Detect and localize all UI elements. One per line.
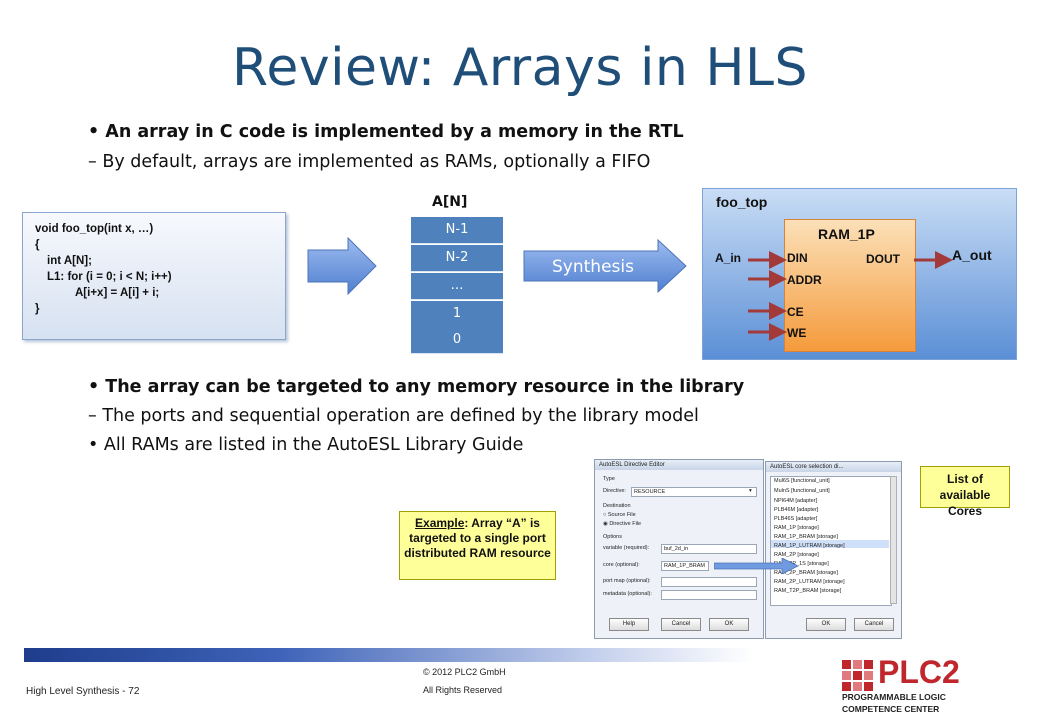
plc2-logo-icon: [842, 660, 873, 691]
source-file-label: Source File: [607, 512, 636, 518]
core-input[interactable]: [661, 561, 709, 571]
core-item[interactable]: MulnS [functional_unit]: [774, 488, 830, 494]
array-cell: 0: [411, 327, 503, 354]
cores-note: List of available Cores: [920, 466, 1010, 518]
core-cancel-button[interactable]: Cancel: [854, 618, 894, 631]
core-item[interactable]: RAM_1P_BRAM [storage]: [774, 534, 838, 540]
core-selection-dialog: AutoESL core selection di... Mul6S [func…: [765, 461, 902, 639]
array-label: A[N]: [432, 194, 468, 210]
a-out-label: A_out: [952, 247, 992, 263]
ram-title: RAM_1P: [818, 226, 875, 242]
core-item[interactable]: RAM_T2P_BRAM [storage]: [774, 588, 842, 594]
variable-label: variable (required):: [603, 545, 650, 551]
bullet-library-guide: • All RAMs are listed in the AutoESL Lib…: [88, 435, 524, 455]
example-text: : Array “A” is targeted to a single port…: [404, 516, 551, 560]
type-group-label: Type: [603, 476, 615, 482]
core-item[interactable]: RAM_1P [storage]: [774, 525, 819, 531]
a-in-label: A_in: [715, 251, 742, 265]
bullet-array-memory: • An array in C code is implemented by a…: [88, 122, 684, 142]
selected-core-highlight: [771, 540, 889, 548]
core-item[interactable]: RAM_1P_LUTRAM [storage]: [774, 543, 845, 549]
core-item[interactable]: Mul6S [functional_unit]: [774, 478, 830, 484]
chevron-down-icon: ▾: [749, 488, 752, 494]
directive-select[interactable]: [631, 487, 757, 497]
core-label: core (optional):: [603, 562, 640, 568]
port-map-label: port map (optional):: [603, 578, 651, 584]
code-line: A[i+x] = A[i] + i;: [75, 287, 160, 299]
help-button[interactable]: Help: [609, 618, 649, 631]
port-dout: DOUT: [866, 252, 900, 266]
port-arrows-icon: [748, 251, 953, 341]
core-item[interactable]: RAM_2P_1S [storage]: [774, 561, 829, 567]
destination-label: Destination: [603, 503, 631, 509]
pointer-arrow-icon: [714, 558, 799, 574]
right-arrow-icon: [307, 236, 377, 296]
array-cell: N-1: [411, 217, 503, 244]
port-we: WE: [787, 326, 807, 340]
directive-label: Directive:: [603, 488, 626, 494]
ok-button[interactable]: OK: [709, 618, 749, 631]
core-value: RAM_1P_BRAM: [664, 563, 705, 569]
logo-name: PLC2: [878, 654, 960, 690]
synthesis-arrow-icon: [523, 238, 687, 294]
directive-dialog-title: AutoESL Directive Editor: [595, 460, 763, 470]
footer-copyright: © 2012 PLC2 GmbH: [423, 667, 506, 677]
core-item[interactable]: PLB46S [adapter]: [774, 516, 818, 522]
example-note: Example: Array “A” is targeted to a sing…: [399, 511, 556, 580]
variable-input[interactable]: [661, 544, 757, 554]
metadata-label: metadata (optional):: [603, 591, 652, 597]
port-addr: ADDR: [787, 273, 822, 287]
port-din: DIN: [787, 251, 808, 265]
core-item[interactable]: NPI64M [adapter]: [774, 498, 818, 504]
example-prefix: Example: [415, 516, 465, 530]
directive-file-label: Directive File: [609, 521, 642, 527]
synthesis-label: Synthesis: [552, 257, 634, 277]
cancel-button[interactable]: Cancel: [661, 618, 701, 631]
code-line: L1: for (i = 0; i < N; i++): [47, 271, 172, 283]
code-line: }: [35, 303, 40, 315]
core-item[interactable]: RAM_2P [storage]: [774, 552, 819, 558]
logo-line1: PROGRAMMABLE LOGIC: [842, 692, 946, 702]
metadata-input[interactable]: [661, 590, 757, 600]
array-cell: 1: [411, 301, 503, 328]
bullet-default-rams: – By default, arrays are implemented as …: [88, 152, 651, 172]
directive-file-radio[interactable]: ◉ Directive File: [603, 521, 642, 527]
core-item[interactable]: RAM_2P_LUTRAM [storage]: [774, 579, 845, 585]
footer-bar: [24, 648, 754, 662]
directive-value: RESOURCE: [634, 489, 666, 495]
logo-line2: COMPETENCE CENTER: [842, 704, 940, 714]
core-item[interactable]: RAM_2P_BRAM [storage]: [774, 570, 838, 576]
port-map-input[interactable]: [661, 577, 757, 587]
source-file-radio[interactable]: ○ Source File: [603, 512, 636, 518]
code-box: void foo_top(int x, …) { int A[N]; L1: f…: [22, 212, 286, 340]
bullet-any-memory: • The array can be targeted to any memor…: [88, 377, 745, 397]
slide-title: Review: Arrays in HLS: [232, 38, 808, 98]
core-item[interactable]: PLB46M [adapter]: [774, 507, 819, 513]
code-line: {: [35, 239, 40, 251]
directive-editor-dialog: AutoESL Directive Editor Type Directive:…: [594, 459, 764, 639]
options-label: Options: [603, 534, 622, 540]
footer-rights: All Rights Reserved: [423, 685, 503, 695]
core-dialog-title: AutoESL core selection di...: [766, 462, 901, 472]
foo-top-title: foo_top: [716, 194, 768, 210]
code-line: int A[N];: [47, 255, 92, 267]
array-cell: N-2: [411, 245, 503, 272]
code-line: void foo_top(int x, …): [35, 223, 154, 235]
array-cell: …: [411, 273, 503, 300]
variable-value: buf_2d_in: [664, 546, 689, 552]
core-list-scrollbar[interactable]: [890, 476, 897, 604]
bullet-ports-sequential: – The ports and sequential operation are…: [88, 406, 699, 426]
port-ce: CE: [787, 305, 804, 319]
footer-page-label: High Level Synthesis - 72: [26, 686, 140, 697]
core-ok-button[interactable]: OK: [806, 618, 846, 631]
